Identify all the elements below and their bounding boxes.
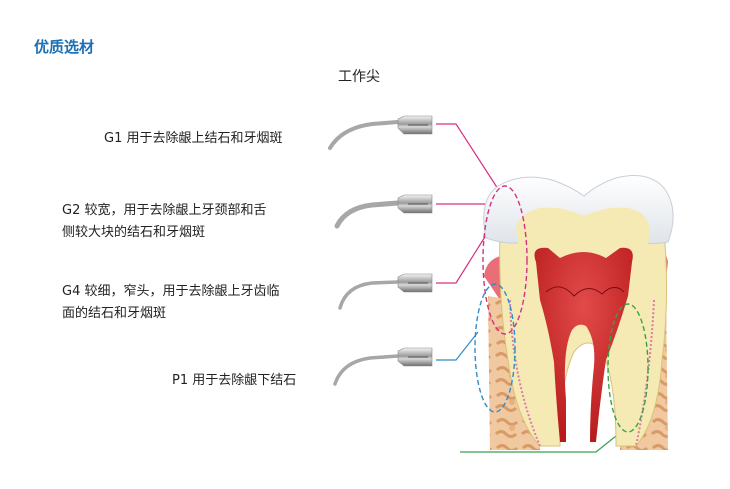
tip-g2-text-1: G2 较宽，用于去除龈上牙颈部和舌 — [62, 203, 267, 218]
pulp-vessels — [545, 286, 625, 297]
scaler-tip-p1 — [333, 347, 433, 386]
tip-g4-label: G4 较细，窄头，用于去除龈上牙齿临 面的结石和牙烟斑 — [62, 281, 279, 325]
ligament-left — [509, 299, 541, 447]
tip-g1-label: G1 用于去除龈上结石和牙烟斑 — [104, 128, 282, 150]
tip-p1-text: P1 用于去除龈下结石 — [172, 373, 297, 388]
pulp — [534, 247, 633, 442]
tip-p1-label: P1 用于去除龈下结石 — [172, 370, 296, 392]
tip-g4-text-1: G4 较细，窄头，用于去除龈上牙齿临 — [62, 284, 280, 299]
leader-green — [460, 435, 617, 453]
scaler-tip-g2 — [334, 194, 433, 229]
tip-g1-text: G1 用于去除龈上结石和牙烟斑 — [104, 131, 283, 146]
region-supragingival — [482, 185, 528, 335]
leader-p1 — [436, 331, 479, 361]
leader-g1 — [436, 123, 501, 193]
crown-dentin — [516, 207, 650, 262]
leader-g4 — [436, 231, 489, 284]
tip-g2-text-2: 侧较大块的结石和牙烟斑 — [62, 225, 206, 240]
region-root — [607, 303, 649, 433]
brand-title: 优质选材 — [34, 38, 95, 56]
tip-g4-text-2: 面的结石和牙烟斑 — [62, 306, 167, 321]
diagram-title: 工作尖 — [338, 69, 380, 85]
tip-g2-label: G2 较宽，用于去除龈上牙颈部和舌 侧较大块的结石和牙烟斑 — [62, 200, 266, 244]
region-subgingival — [474, 283, 516, 413]
scaler-tip-g4 — [338, 273, 433, 310]
scaler-tip-g1 — [328, 115, 433, 150]
